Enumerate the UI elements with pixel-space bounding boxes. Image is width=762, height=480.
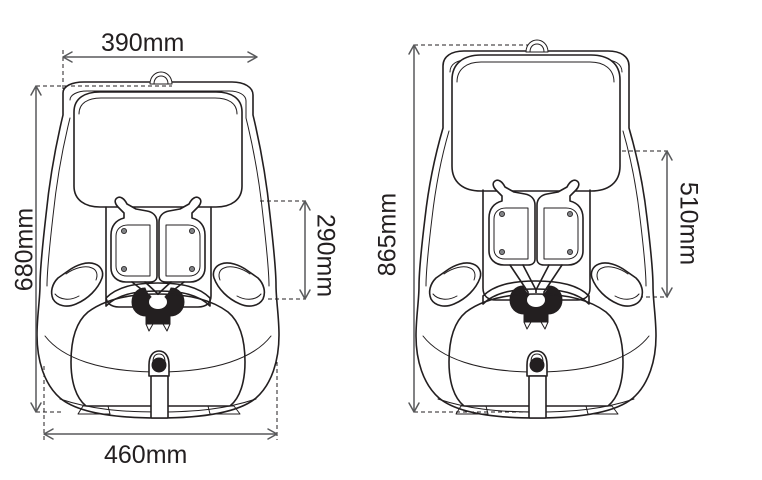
armrests-right — [428, 262, 644, 307]
dimension-arrow-290mm — [299, 200, 311, 300]
carry-handle-loop — [149, 71, 173, 85]
dimension-arrow-510mm — [661, 150, 673, 298]
dimension-arrow-865mm — [408, 44, 420, 413]
right-extension-lines — [414, 44, 668, 413]
armrests — [50, 262, 266, 307]
dimension-arrow-390mm — [62, 51, 258, 63]
dimension-label-460mm: 460mm — [104, 441, 188, 469]
dimension-label-680mm: 680mm — [10, 207, 39, 292]
right-view-group — [414, 39, 668, 419]
base-feet — [77, 405, 241, 415]
lap-belt — [105, 282, 211, 307]
crotch-buckle — [131, 287, 185, 332]
dimension-label-390mm: 390mm — [101, 29, 185, 57]
harness-shoulder-pads — [110, 196, 206, 283]
harness-adjuster-strap — [148, 350, 170, 419]
dimension-label-510mm: 510mm — [674, 181, 703, 266]
left-headrest — [73, 91, 243, 208]
harness-shoulder-pads-right — [488, 179, 584, 266]
dimension-arrow-680mm — [30, 85, 42, 413]
lap-belt-right — [482, 280, 590, 305]
right-headrest — [451, 54, 621, 192]
dimension-label-865mm: 865mm — [373, 192, 402, 277]
left-seat-shell — [36, 81, 280, 419]
harness-adjuster-strap-right — [526, 350, 548, 419]
dimension-arrow-460mm — [43, 428, 278, 440]
left-view-group — [36, 50, 306, 440]
base-feet-right — [455, 405, 619, 415]
dimension-label-290mm: 290mm — [311, 213, 340, 298]
carry-handle-loop-right — [525, 39, 549, 53]
